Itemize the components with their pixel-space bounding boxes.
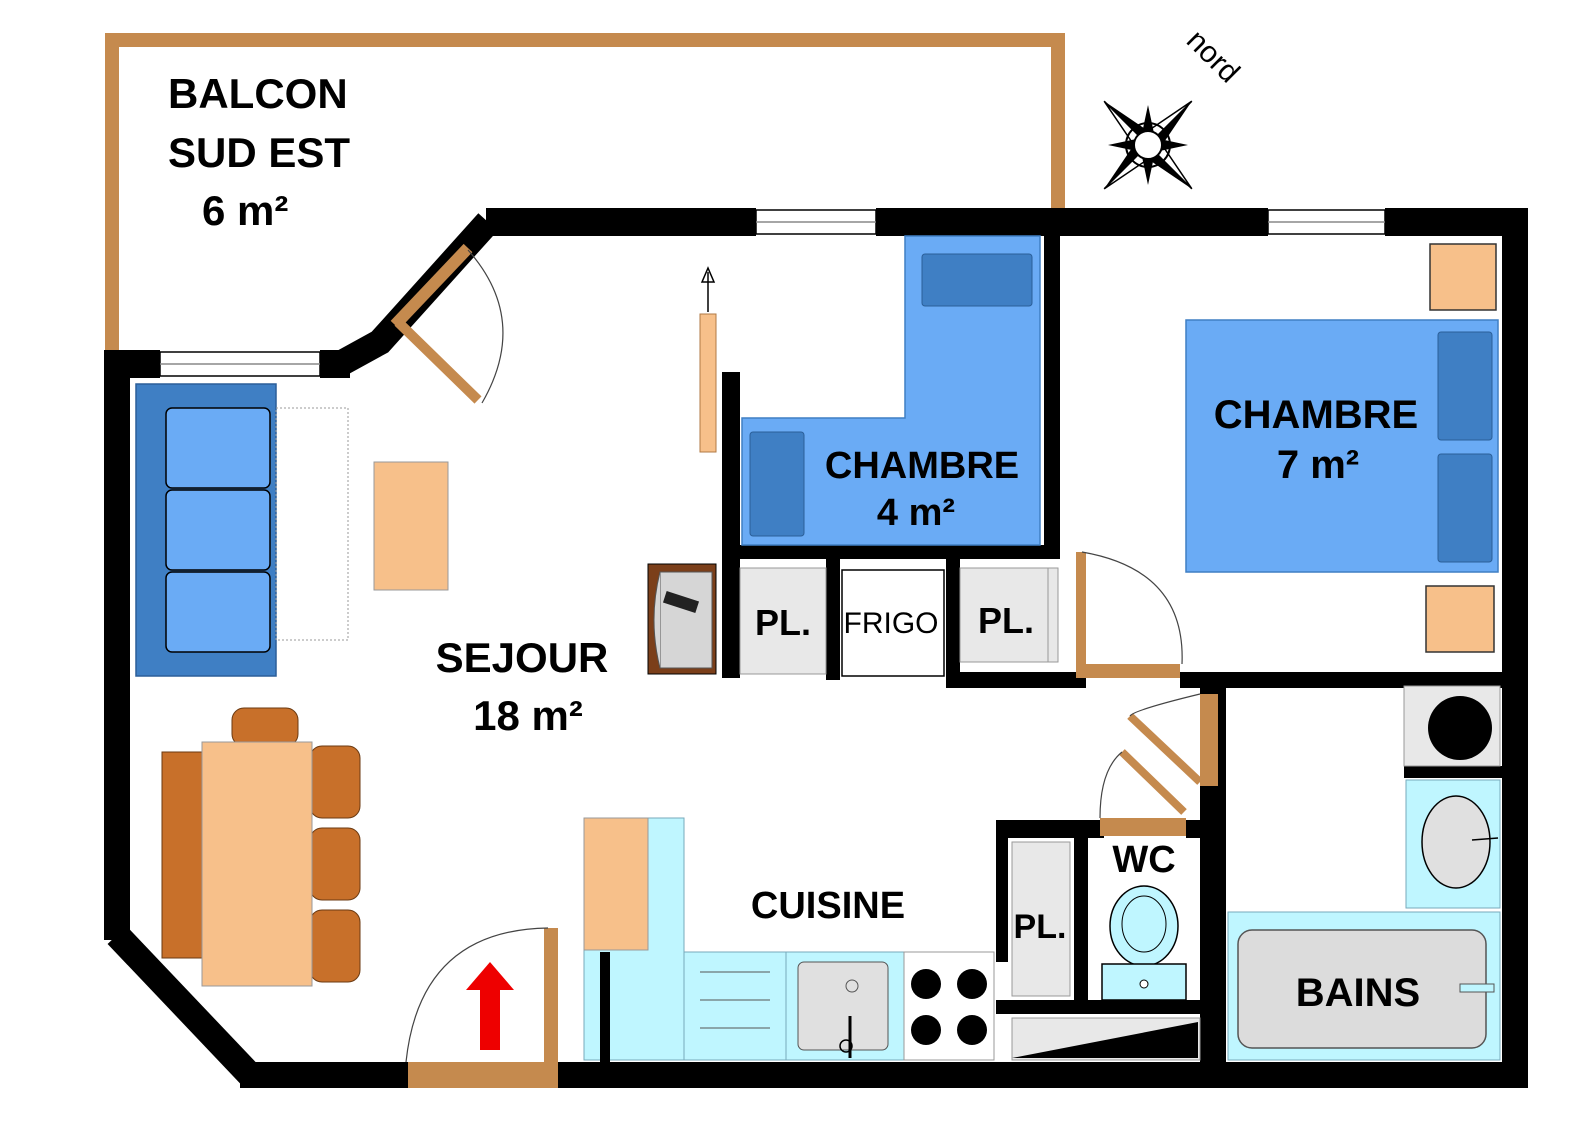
- interior-walls: [722, 230, 1528, 1062]
- compass-rose-icon: [1103, 100, 1193, 190]
- coffee-table: [373, 461, 449, 591]
- dining-set: [161, 707, 361, 987]
- closet-label-left: PL.: [755, 602, 811, 643]
- entrance-arrow-icon: [466, 962, 514, 1050]
- balcony-area: 6 m²: [202, 187, 288, 234]
- chambre-large-area: 7 m²: [1277, 443, 1359, 487]
- fridge-label: FRIGO: [844, 607, 939, 640]
- toilet-icon: [1101, 885, 1187, 1001]
- room-label-sejour: SEJOUR 18 m²: [436, 634, 609, 739]
- cuisine-name: CUISINE: [751, 885, 905, 927]
- chambre-small-name: CHAMBRE: [825, 445, 1019, 487]
- bed-large: [1185, 319, 1499, 573]
- cooktop-icon: [903, 951, 995, 1061]
- balcony-title: BALCON: [168, 70, 348, 117]
- room-label-chambre-small: CHAMBRE 4 m²: [825, 445, 1019, 534]
- windows: [159, 209, 1386, 377]
- balcony-railing: [105, 33, 1065, 350]
- entrance-door: [405, 927, 558, 1088]
- closet-label-wc: PL.: [1014, 908, 1067, 946]
- nightstand-top: [1429, 243, 1497, 311]
- bains-name: BAINS: [1296, 971, 1420, 1015]
- sejour-closet-door: [699, 266, 717, 453]
- bathtub: [1227, 911, 1501, 1061]
- closet-row: [739, 567, 1059, 677]
- compass-label: nord: [1180, 24, 1246, 90]
- sofa: [135, 383, 277, 677]
- bedroom-door: [1076, 551, 1183, 678]
- balcony-door: [390, 243, 504, 404]
- chambre-small-area: 4 m²: [877, 492, 955, 534]
- washbasin: [1405, 779, 1501, 909]
- tv-remote-icon: [662, 591, 700, 613]
- sejour-area: 18 m²: [473, 692, 583, 739]
- bed-small: [741, 235, 1041, 546]
- room-label-chambre-large: CHAMBRE 7 m²: [1214, 393, 1418, 487]
- water-heater: [1011, 1017, 1201, 1061]
- closet-label-right: PL.: [978, 600, 1034, 641]
- chambre-large-name: CHAMBRE: [1214, 393, 1418, 437]
- tv-cabinet: [647, 563, 717, 675]
- sejour-name: SEJOUR: [436, 634, 609, 681]
- nightstand-bottom: [1425, 585, 1495, 653]
- balcony-label: BALCON SUD EST 6 m²: [168, 70, 350, 234]
- wc-name: WC: [1112, 839, 1175, 881]
- exterior-walls: [104, 208, 1528, 1088]
- wc-corridor-door: [1099, 693, 1218, 836]
- rug: [275, 407, 349, 641]
- balcony-orientation: SUD EST: [168, 129, 350, 176]
- washing-machine: [1403, 685, 1501, 767]
- kitchen-units: [583, 817, 995, 1062]
- wc-closet: [1011, 841, 1071, 997]
- diagonal-wall-bottom: [107, 926, 260, 1084]
